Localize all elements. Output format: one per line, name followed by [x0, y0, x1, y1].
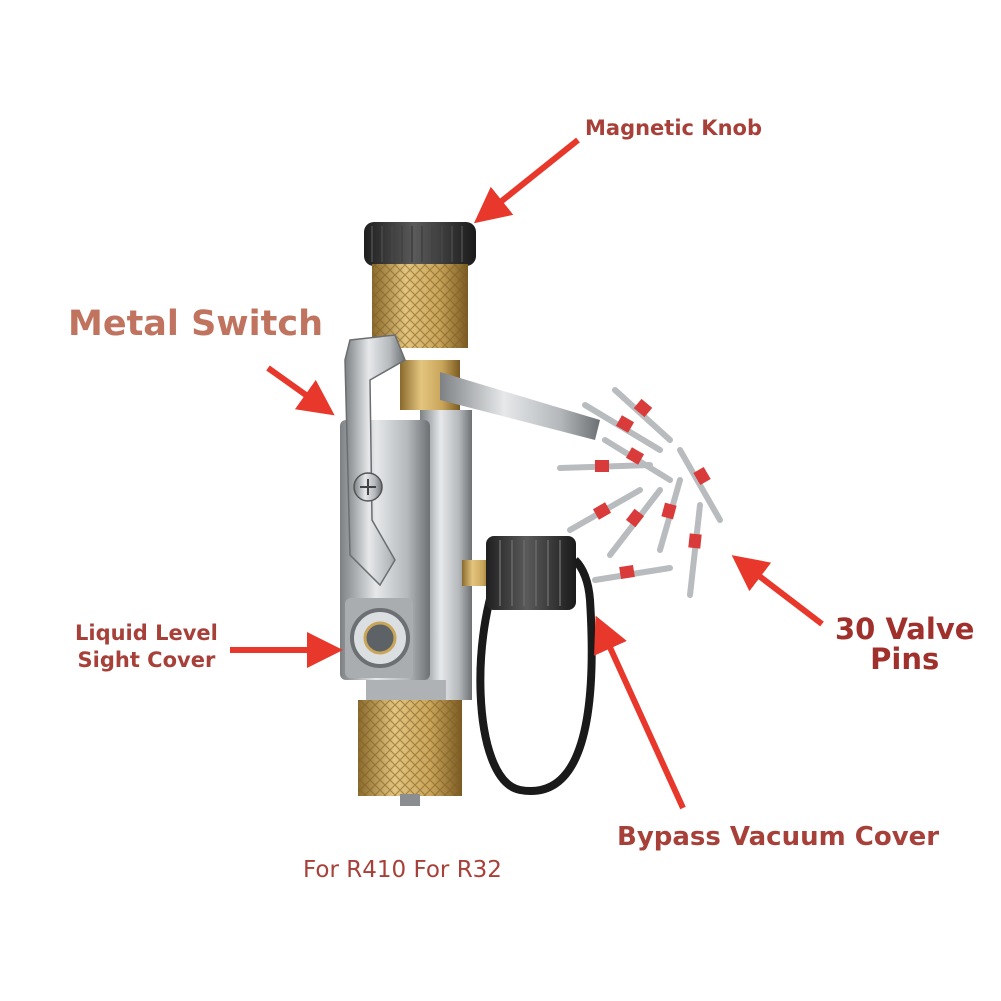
valve-pin [677, 447, 723, 523]
metal-strap [440, 372, 600, 440]
magnetic-knob-label: Magnetic Knob [585, 116, 762, 140]
rubber-loop [476, 557, 596, 795]
bypass-vacuum-cover-label: Bypass Vacuum Cover [617, 822, 940, 852]
arrow-magnetic-knob [473, 137, 580, 224]
annotation-arrows [230, 137, 824, 810]
valve-pin [592, 564, 673, 583]
liquid-level-line2: Sight Cover [77, 648, 216, 672]
arrow-valve-pins [731, 555, 824, 627]
valve-pin [557, 460, 653, 472]
valve-pins-label: 30 Valve Pins [835, 614, 974, 674]
valve-pin [607, 487, 663, 558]
valve-pins [557, 387, 723, 598]
valve-pin [567, 487, 643, 533]
valve-pin [657, 477, 683, 553]
valve-pin [687, 502, 703, 598]
liquid-level-line1: Liquid Level [75, 621, 218, 645]
valve-pins-line2: Pins [870, 642, 940, 676]
bypass-vacuum-cap [486, 536, 576, 610]
arrow-bypass-cover [594, 615, 686, 810]
arrow-metal-switch [266, 365, 335, 416]
metal-switch-lever [344, 334, 406, 587]
valve-pin [602, 437, 673, 483]
valve-pin [582, 402, 663, 453]
refrigerant-label: For R410 For R32 [303, 857, 502, 883]
valve-pin [612, 387, 673, 443]
magnetic-knob [364, 222, 476, 266]
valve-pins-line1: 30 Valve [835, 612, 975, 646]
liquid-level-label: Liquid Level Sight Cover [75, 620, 218, 674]
metal-switch-label: Metal Switch [68, 304, 324, 344]
